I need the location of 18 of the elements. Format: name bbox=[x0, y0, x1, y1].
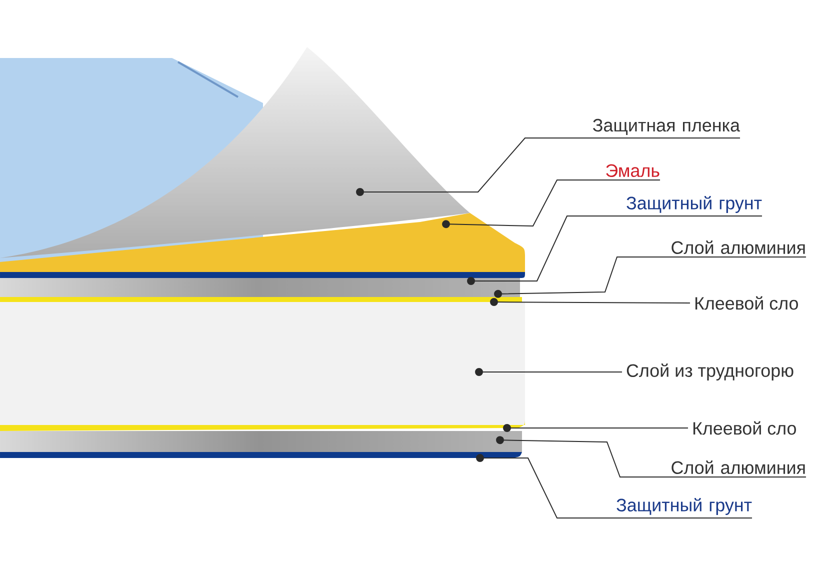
leader-line bbox=[356, 138, 740, 196]
layer-label: Слой из трудногорю bbox=[626, 363, 794, 380]
layer-label: Клеевой сло bbox=[693, 421, 796, 435]
leader-line bbox=[476, 454, 752, 518]
leader-line bbox=[503, 424, 688, 432]
layer-label: Слой алюминия bbox=[672, 240, 805, 254]
layer-label: Защитный грунт bbox=[626, 196, 762, 213]
leader-line bbox=[490, 298, 690, 306]
leader-line bbox=[475, 368, 622, 376]
layer-label: Слой алюминия bbox=[672, 460, 805, 474]
leader-line bbox=[494, 256, 806, 298]
leader-line bbox=[442, 180, 660, 228]
leader-line bbox=[467, 216, 762, 285]
layer-label: Эмаль bbox=[606, 164, 660, 177]
layer-label: Защитная пленка bbox=[592, 118, 740, 135]
layer-label: Клеевой сло bbox=[695, 296, 798, 310]
layer-label: Защитный грунт bbox=[616, 498, 752, 515]
leader-line bbox=[496, 436, 806, 478]
